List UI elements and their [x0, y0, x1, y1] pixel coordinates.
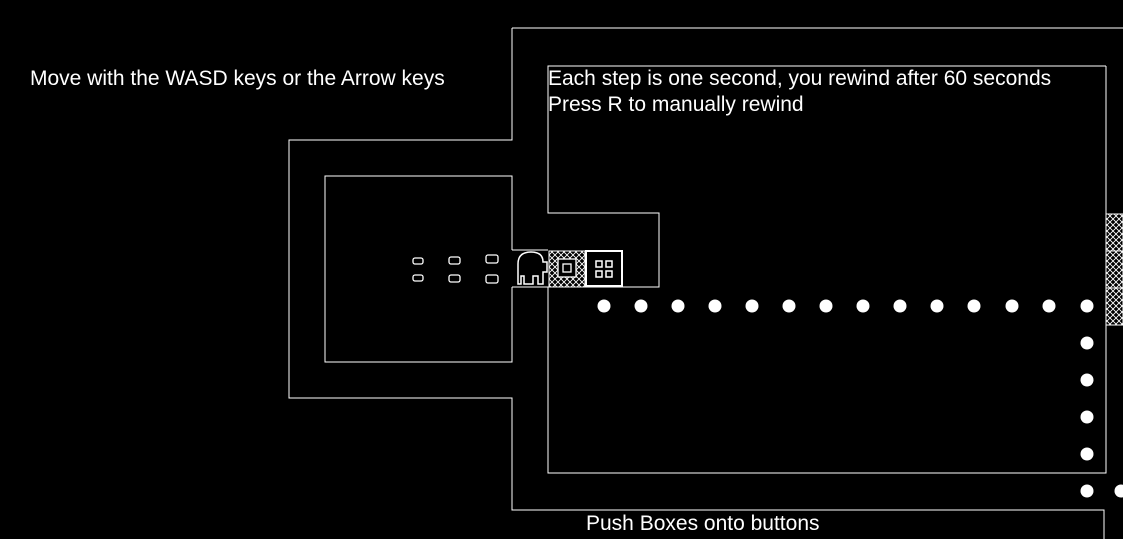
four-square-block-icon: [585, 250, 623, 287]
left-room-wall: [324, 175, 513, 363]
footprint-icon: [485, 254, 499, 284]
inner-wall: [547, 65, 1107, 474]
footprint-icon: [412, 257, 424, 282]
pressure-button-icon: [557, 258, 577, 278]
ghost-player-icon: [517, 251, 548, 285]
instruction-push: Push Boxes onto buttons: [586, 512, 820, 535]
instruction-steps: Each step is one second, you rewind afte…: [548, 67, 1052, 90]
footprint-icon: [448, 256, 461, 283]
instruction-move: Move with the WASD keys or the Arrow key…: [30, 67, 445, 90]
crosshatch-box-icon: [1105, 213, 1123, 326]
dot-marker-icon: [597, 299, 1123, 498]
instruction-rewind: Press R to manually rewind: [548, 93, 804, 116]
outer-wall: [288, 27, 1123, 539]
